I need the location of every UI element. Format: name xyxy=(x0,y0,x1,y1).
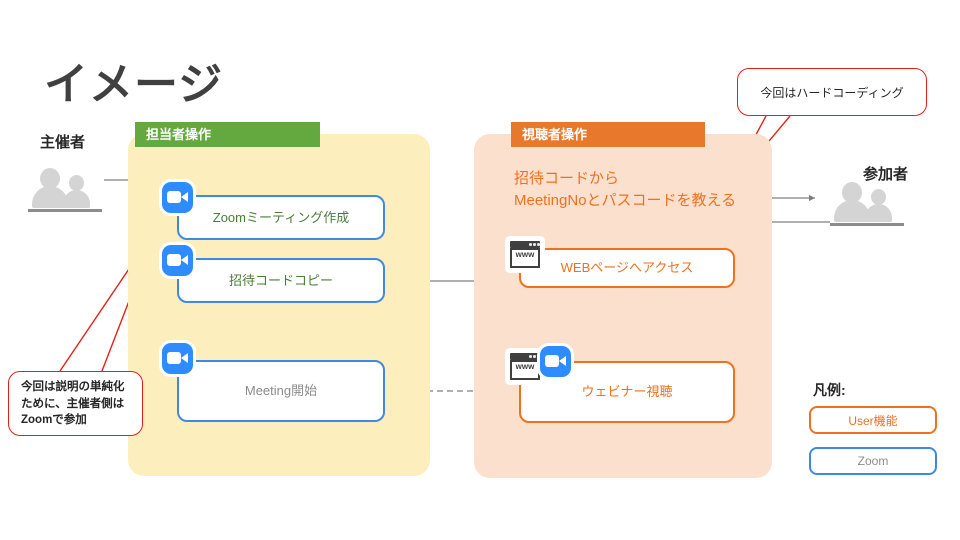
hardcoding-callout: 今回はハードコーディング xyxy=(737,68,927,116)
simplification-callout: 今回は説明の単純化 ために、主催者側は Zoomで参加 xyxy=(8,371,143,436)
step-start-meeting[interactable]: Meeting開始 xyxy=(177,360,385,422)
zoom-camera-icon xyxy=(162,343,193,374)
step-create-meeting[interactable]: Zoomミーティング作成 xyxy=(177,195,385,240)
viewer-panel-tab: 視聴者操作 xyxy=(511,122,705,147)
www-browser-icon: www xyxy=(508,351,542,382)
legend-item-zoom: Zoom xyxy=(809,447,937,475)
zoom-camera-icon xyxy=(162,182,193,213)
legend-item-user-function: User機能 xyxy=(809,406,937,434)
host-actor-label: 主催者 xyxy=(40,134,86,151)
participant-people-icon xyxy=(830,180,904,226)
step-access-web-page[interactable]: WEBページへアクセス xyxy=(519,248,735,288)
host-panel-tab: 担当者操作 xyxy=(135,122,320,147)
page-title: イメージ xyxy=(44,60,224,109)
participant-actor-label: 参加者 xyxy=(863,166,909,183)
zoom-camera-icon xyxy=(540,346,571,377)
www-browser-icon: www xyxy=(508,239,542,270)
zoom-camera-icon xyxy=(162,245,193,276)
host-people-icon xyxy=(28,166,102,212)
step-copy-invite-code[interactable]: 招待コードコピー xyxy=(177,258,385,303)
legend-title: 凡例: xyxy=(813,382,846,398)
invite-code-note: 招待コードから MeetingNoとパスコードを教える xyxy=(514,170,737,209)
